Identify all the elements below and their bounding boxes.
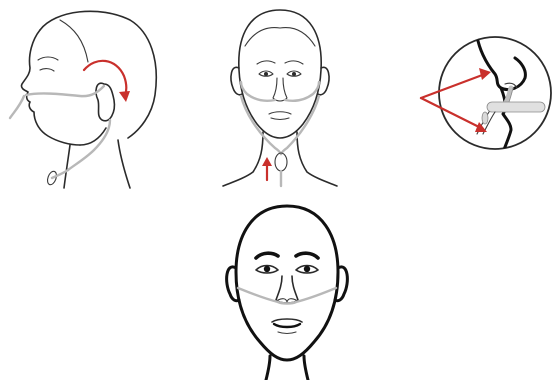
front-head-illustration	[205, 0, 355, 190]
front-head-bold-illustration	[212, 200, 362, 380]
nostril-closeup-illustration	[415, 18, 555, 168]
front-view-panel	[205, 0, 355, 190]
nostril-closeup-panel	[415, 18, 555, 168]
side-profile-head-illustration	[0, 0, 170, 190]
curved-arrow-over-ear	[84, 61, 126, 96]
front-bold-panel	[212, 200, 362, 380]
side-profile-panel	[0, 0, 170, 190]
